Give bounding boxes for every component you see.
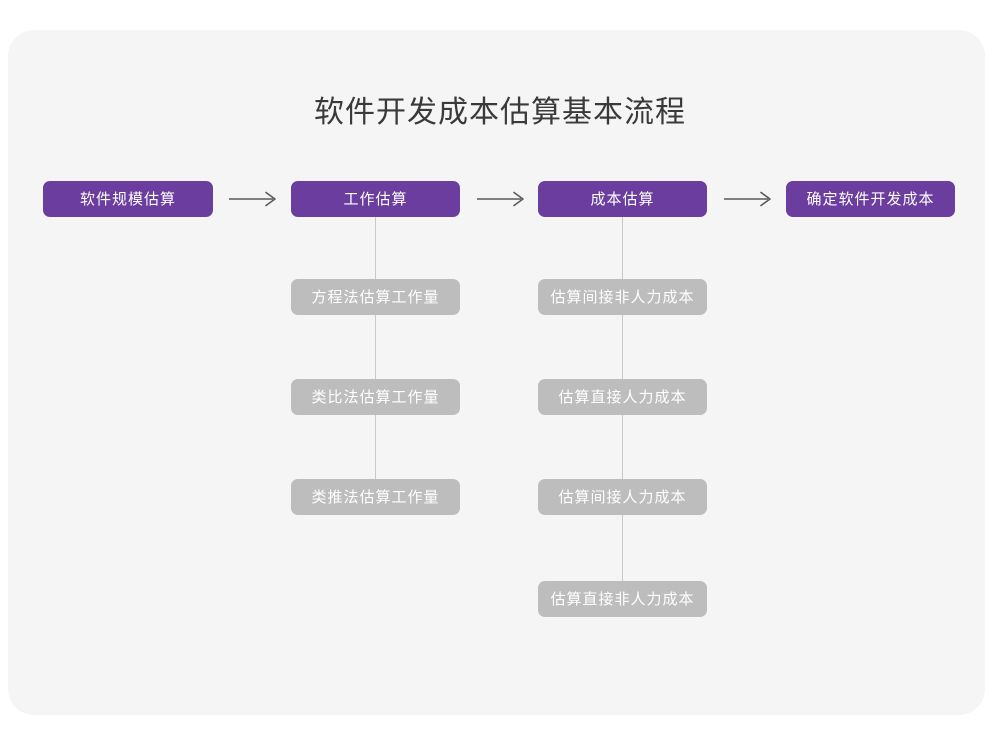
arrow-stage1-to-stage2 <box>228 190 280 208</box>
connector-line-work-1-2 <box>375 314 376 379</box>
node-stage-2[interactable]: 工作估算 <box>291 181 460 217</box>
connector-line-cost-3-4 <box>622 515 623 581</box>
connector-line-work-column <box>375 217 376 279</box>
diagram-canvas <box>8 30 985 715</box>
node-stage-3-label: 成本估算 <box>590 190 655 208</box>
arrow-stage3-to-stage4 <box>723 190 775 208</box>
node-work-substep-1[interactable]: 方程法估算工作量 <box>291 279 460 315</box>
connector-line-cost-column <box>622 217 623 279</box>
node-stage-1-label: 软件规模估算 <box>79 190 176 208</box>
connector-line-cost-1-2 <box>622 315 623 379</box>
node-cost-substep-3[interactable]: 估算间接人力成本 <box>538 479 707 515</box>
node-work-substep-1-label: 方程法估算工作量 <box>311 288 440 306</box>
node-cost-substep-1[interactable]: 估算间接非人力成本 <box>538 279 707 315</box>
node-stage-4-label: 确定软件开发成本 <box>806 190 935 208</box>
node-cost-substep-1-label: 估算间接非人力成本 <box>550 288 695 306</box>
node-cost-substep-2[interactable]: 估算直接人力成本 <box>538 379 707 415</box>
node-work-substep-3[interactable]: 类推法估算工作量 <box>291 479 460 515</box>
arrow-stage2-to-stage3 <box>476 190 528 208</box>
connector-line-work-2-3 <box>375 414 376 479</box>
node-stage-2-label: 工作估算 <box>343 190 408 208</box>
node-cost-substep-4-label: 估算直接非人力成本 <box>550 590 695 608</box>
node-cost-substep-4[interactable]: 估算直接非人力成本 <box>538 581 707 617</box>
node-cost-substep-3-label: 估算间接人力成本 <box>558 488 687 506</box>
node-work-substep-2[interactable]: 类比法估算工作量 <box>291 379 460 415</box>
node-stage-1[interactable]: 软件规模估算 <box>43 181 213 217</box>
node-stage-3[interactable]: 成本估算 <box>538 181 707 217</box>
page-title: 软件开发成本估算基本流程 <box>314 96 686 129</box>
node-cost-substep-2-label: 估算直接人力成本 <box>558 388 687 406</box>
node-stage-4[interactable]: 确定软件开发成本 <box>786 181 955 217</box>
connector-line-cost-2-3 <box>622 415 623 479</box>
node-work-substep-2-label: 类比法估算工作量 <box>311 388 440 406</box>
node-work-substep-3-label: 类推法估算工作量 <box>311 488 440 506</box>
